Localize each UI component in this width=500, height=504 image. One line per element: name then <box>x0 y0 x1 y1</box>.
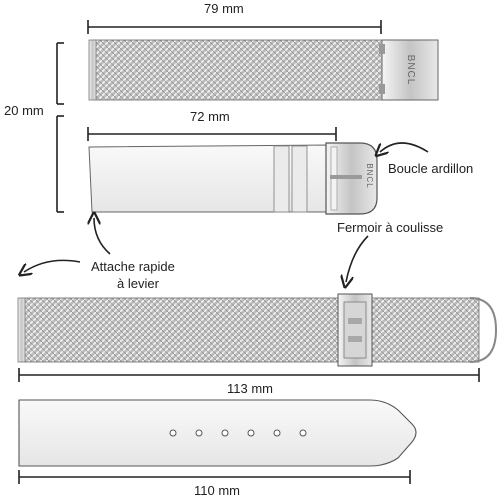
label-quick-release-2: à levier <box>117 276 159 291</box>
arrow-quick-release-up <box>94 218 111 255</box>
label-20mm: 20 mm <box>4 103 44 118</box>
arrow-quick-release-left <box>24 259 81 272</box>
label-buckle: Boucle ardillon <box>388 161 474 176</box>
dimension-113mm <box>18 368 480 382</box>
buckle-tongue <box>330 175 362 179</box>
dimension-72mm <box>87 127 337 141</box>
label-slide-clasp: Fermoir à coulisse <box>337 220 444 235</box>
label-110mm: 110 mm <box>194 483 240 498</box>
engraving-buckle: BNCL <box>365 163 374 188</box>
mesh-strap-long <box>17 293 498 367</box>
strap-keeper-1 <box>273 145 290 213</box>
leather-strap-holes <box>18 399 417 467</box>
strap-keeper-2 <box>291 145 308 213</box>
leather-strap-buckle: BNCL <box>88 142 378 215</box>
arrow-slide-clasp <box>346 235 369 282</box>
label-113mm: 113 mm <box>227 381 273 396</box>
strap-holes <box>169 429 307 437</box>
end-link <box>88 39 97 101</box>
clasp-plate <box>381 39 439 101</box>
label-72mm: 72 mm <box>190 109 230 124</box>
dimension-79mm <box>87 20 382 34</box>
label-quick-release-1: Attache rapide <box>91 259 175 274</box>
engraving-top: BNCL <box>405 55 416 86</box>
dimension-110mm <box>18 470 411 484</box>
dimension-20mm <box>56 42 64 213</box>
label-79mm: 79 mm <box>204 1 244 16</box>
arrow-buckle <box>380 142 429 152</box>
mesh-strap-top: BNCL <box>88 39 439 101</box>
end-link-long <box>17 297 26 363</box>
